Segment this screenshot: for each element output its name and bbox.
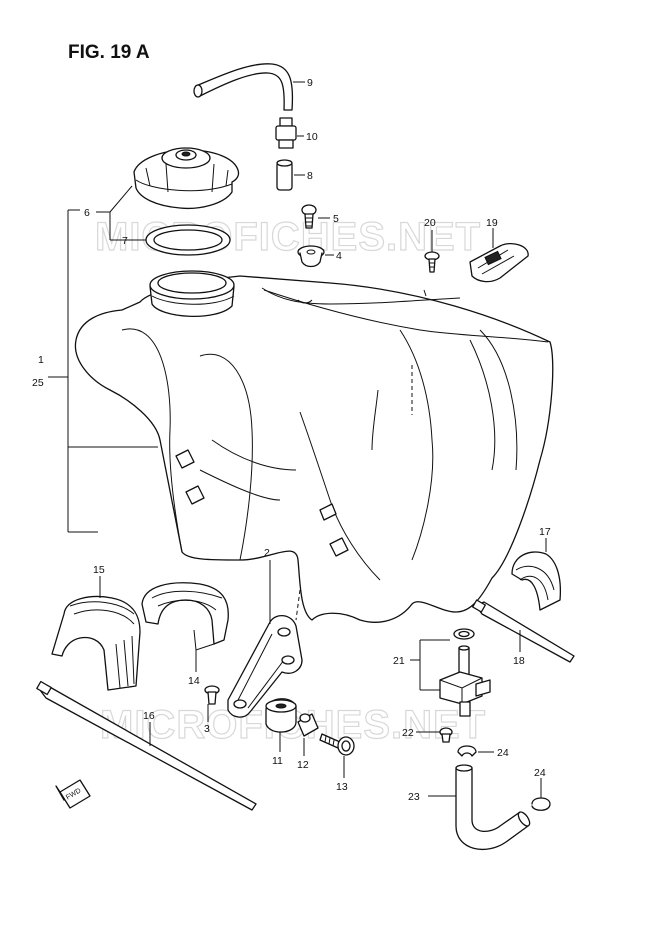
screw-20[interactable]: [424, 251, 440, 273]
callout-20: 20: [424, 217, 436, 229]
figure-title: FIG. 19 A: [68, 42, 150, 63]
callout-1: 1: [38, 354, 44, 366]
callout-11: 11: [272, 755, 283, 767]
bolt-13[interactable]: [319, 733, 355, 756]
fuel-cap[interactable]: [133, 147, 240, 210]
cushion-17[interactable]: [511, 551, 562, 611]
callout-18: 18: [513, 655, 525, 667]
rubber-mount-11[interactable]: [265, 698, 297, 733]
callout-12: 12: [297, 759, 309, 771]
callout-15: 15: [93, 564, 105, 576]
collar-12[interactable]: [297, 713, 319, 737]
center-line-bracket: [295, 589, 301, 621]
callout-22: 22: [402, 727, 414, 739]
callout-25: 25: [32, 377, 44, 389]
bolt-3[interactable]: [204, 685, 220, 705]
cable-tie-18[interactable]: [472, 599, 575, 663]
grommet-4[interactable]: [297, 245, 325, 268]
callout-8: 8: [307, 170, 313, 182]
cap-gasket[interactable]: [145, 224, 231, 256]
callout-24b: 24: [534, 767, 546, 779]
callout-7: 7: [122, 235, 128, 247]
callout-14: 14: [188, 675, 200, 687]
leader-6-7: [96, 185, 146, 241]
leader-21: [410, 639, 450, 691]
screw-5[interactable]: [301, 204, 317, 229]
clip-24a[interactable]: [457, 745, 477, 757]
callout-16: 16: [143, 710, 155, 722]
callout-24a: 24: [497, 747, 509, 759]
cable-tie-16[interactable]: [36, 680, 257, 811]
callout-3: 3: [204, 723, 210, 735]
fuel-tank[interactable]: [74, 270, 554, 623]
clamp-19[interactable]: [469, 242, 529, 283]
callout-13: 13: [336, 781, 348, 793]
cushion-15[interactable]: [51, 595, 141, 691]
callout-21: 21: [393, 655, 405, 667]
tank-bracket[interactable]: [227, 615, 303, 718]
fuel-hose[interactable]: [455, 764, 532, 851]
screw-22[interactable]: [439, 727, 453, 743]
callout-4: 4: [336, 250, 342, 262]
leader-1-25: [48, 209, 158, 533]
cushion-14[interactable]: [141, 582, 229, 651]
callout-19: 19: [486, 217, 498, 229]
breather-valve[interactable]: [275, 117, 297, 149]
short-hose[interactable]: [276, 159, 293, 191]
clip-24b[interactable]: [531, 797, 551, 811]
callout-17: 17: [539, 526, 551, 538]
callout-2: 2: [264, 547, 270, 559]
fuel-cock[interactable]: [439, 628, 491, 717]
callout-23: 23: [408, 791, 420, 803]
callout-9: 9: [307, 77, 313, 89]
fwd-arrow-icon: FWD: [55, 779, 91, 809]
callout-5: 5: [333, 213, 339, 225]
callout-10: 10: [306, 131, 318, 143]
breather-hose[interactable]: [193, 63, 294, 111]
callout-6: 6: [84, 207, 90, 219]
